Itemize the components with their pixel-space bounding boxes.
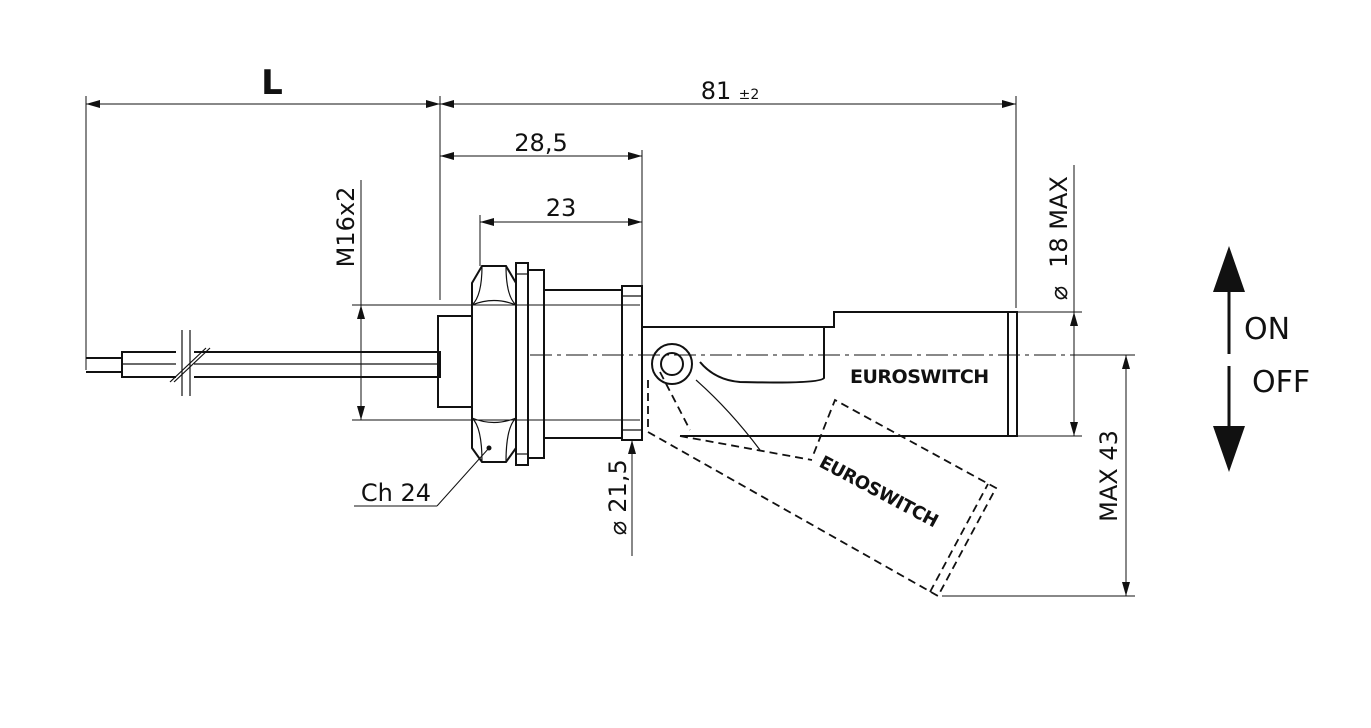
hex-size-label: Ch 24 — [361, 479, 431, 507]
pivot-pin — [651, 343, 693, 385]
switch-state-indicator: ON OFF — [1213, 246, 1310, 472]
thread-spec-label: M16x2 — [332, 187, 360, 268]
cable — [86, 330, 441, 396]
dim-hex-size: Ch 24 — [354, 445, 492, 507]
float-end-cap — [1007, 311, 1018, 437]
float-diameter-value: 18 MAX — [1045, 176, 1073, 268]
upper-float-brand: EUROSWITCH — [850, 366, 989, 388]
float-on-position: EUROSWITCH — [642, 311, 1018, 451]
switch-housing — [543, 289, 623, 439]
down-arrow-icon — [1213, 426, 1245, 472]
dim-overall-81: 81 ±2 — [440, 77, 1017, 308]
off-label: OFF — [1252, 365, 1310, 400]
threaded-fitting — [437, 262, 643, 466]
dim-thread-length: 28,5 — [440, 129, 643, 286]
dim-flange-diameter: ⌀ 21,5 — [604, 440, 636, 556]
swing-height-label: MAX 43 — [1095, 430, 1123, 522]
cable-break-mark — [169, 330, 211, 396]
overall-length-value: 81 — [701, 77, 732, 105]
body-length-value: 23 — [546, 194, 577, 222]
flange-diameter-value: 21,5 — [604, 459, 632, 512]
dim-swing-height: MAX 43 — [942, 354, 1135, 597]
threaded-body — [527, 269, 545, 459]
thread-stub — [437, 315, 473, 408]
flange-diameter-symbol: ⌀ — [604, 521, 632, 535]
dim-float-diameter: ⌀ 18 MAX — [1017, 165, 1082, 437]
lower-float-brand: EUROSWITCH — [816, 452, 942, 532]
dim-body-length: 23 — [479, 194, 642, 266]
dim-thread-spec: M16x2 — [332, 180, 640, 421]
flange — [621, 285, 643, 441]
dim-length-L: L — [85, 63, 441, 370]
thread-length-value: 28,5 — [514, 129, 567, 157]
on-label: ON — [1244, 312, 1290, 347]
overall-length-tolerance: ±2 — [739, 87, 760, 103]
float-off-position: EUROSWITCH — [647, 371, 998, 598]
washer — [515, 262, 529, 466]
length-L-label: L — [261, 63, 283, 103]
float-diameter-symbol: ⌀ — [1045, 286, 1073, 300]
up-arrow-icon — [1213, 246, 1245, 292]
